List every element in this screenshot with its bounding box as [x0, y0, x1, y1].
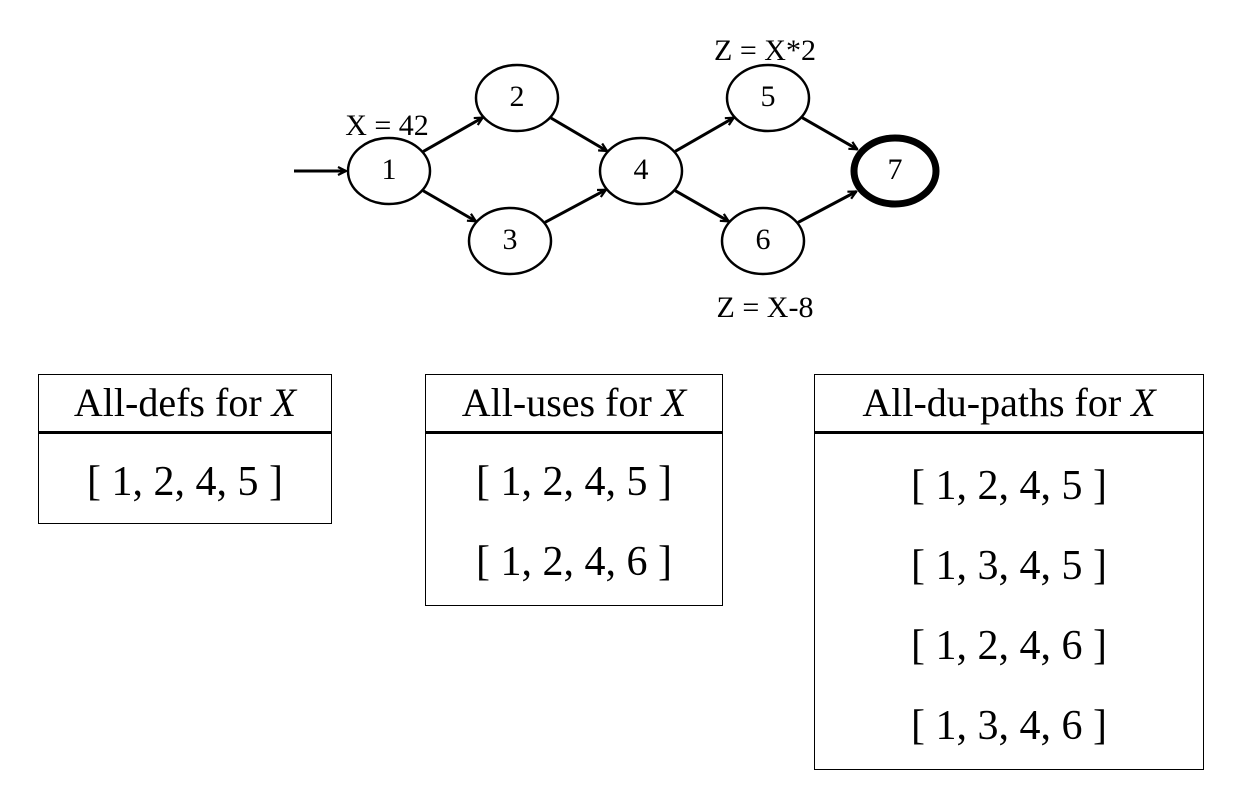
node-3: 3 [467, 206, 553, 276]
all-du-paths-title: All-du-paths for X [815, 375, 1203, 434]
all-defs-box: All-defs for X [ 1, 2, 4, 5 ] [38, 374, 332, 524]
all-uses-title-text: All-uses for [461, 380, 662, 425]
all-uses-box: All-uses for X [ 1, 2, 4, 5 ] [ 1, 2, 4,… [425, 374, 723, 606]
all-defs-variable: X [271, 380, 297, 425]
edge-1-3 [422, 189, 476, 223]
all-du-paths-path-list: [ 1, 2, 4, 5 ] [ 1, 3, 4, 5 ] [ 1, 2, 4,… [829, 434, 1189, 766]
annotation-node-5: Z = X*2 [714, 34, 816, 67]
edge-2-4 [550, 116, 607, 153]
node-7: 7 [850, 134, 940, 208]
path-entry: [ 1, 3, 4, 6 ] [911, 703, 1107, 749]
node-label: 3 [503, 223, 518, 256]
path-entry: [ 1, 2, 4, 6 ] [476, 539, 672, 585]
annotation-node-6: Z = X-8 [717, 291, 814, 324]
path-entry: [ 1, 2, 4, 5 ] [87, 459, 283, 505]
final-node-circle [850, 134, 940, 208]
all-defs-title-text: All-defs for [73, 380, 272, 425]
edge-3-4 [544, 188, 606, 224]
node-label: 2 [510, 80, 525, 113]
node-label: 7 [888, 153, 903, 186]
all-defs-path-list: [ 1, 2, 4, 5 ] [53, 434, 317, 522]
edge-4-5 [674, 116, 734, 153]
all-uses-variable: X [661, 380, 687, 425]
node-circle [474, 63, 560, 133]
node-label: 4 [634, 153, 649, 186]
edge-1-2 [422, 116, 482, 153]
path-entry: [ 1, 2, 4, 5 ] [911, 463, 1107, 509]
node-1: 1 [346, 136, 432, 206]
control-flow-graph: 1 2 3 4 5 6 7 X = 42 Z = X*2 Z = X-8 [294, 34, 940, 324]
node-4: 4 [598, 136, 684, 206]
all-defs-title: All-defs for X [39, 375, 331, 434]
node-circle [346, 136, 432, 206]
all-du-paths-box: All-du-paths for X [ 1, 2, 4, 5 ] [ 1, 3… [814, 374, 1204, 770]
node-label: 6 [756, 223, 771, 256]
node-label: 1 [382, 153, 397, 186]
path-entry: [ 1, 2, 4, 6 ] [911, 623, 1107, 669]
all-uses-path-list: [ 1, 2, 4, 5 ] [ 1, 2, 4, 6 ] [440, 434, 708, 602]
node-circle [598, 136, 684, 206]
edge-5-7 [801, 116, 857, 151]
path-entry: [ 1, 3, 4, 5 ] [911, 543, 1107, 589]
node-circle [467, 206, 553, 276]
all-du-paths-title-text: All-du-paths for [862, 380, 1132, 425]
edge-4-6 [674, 189, 728, 223]
node-circle [720, 206, 806, 276]
node-label: 5 [761, 80, 776, 113]
path-entry: [ 1, 2, 4, 5 ] [476, 459, 672, 505]
node-5: 5 [725, 63, 811, 133]
node-circle [725, 63, 811, 133]
all-uses-title: All-uses for X [426, 375, 722, 434]
all-du-paths-variable: X [1131, 380, 1156, 425]
node-2: 2 [474, 63, 560, 133]
annotation-node-1: X = 42 [345, 109, 429, 142]
node-6: 6 [720, 206, 806, 276]
edge-6-7 [797, 190, 856, 224]
